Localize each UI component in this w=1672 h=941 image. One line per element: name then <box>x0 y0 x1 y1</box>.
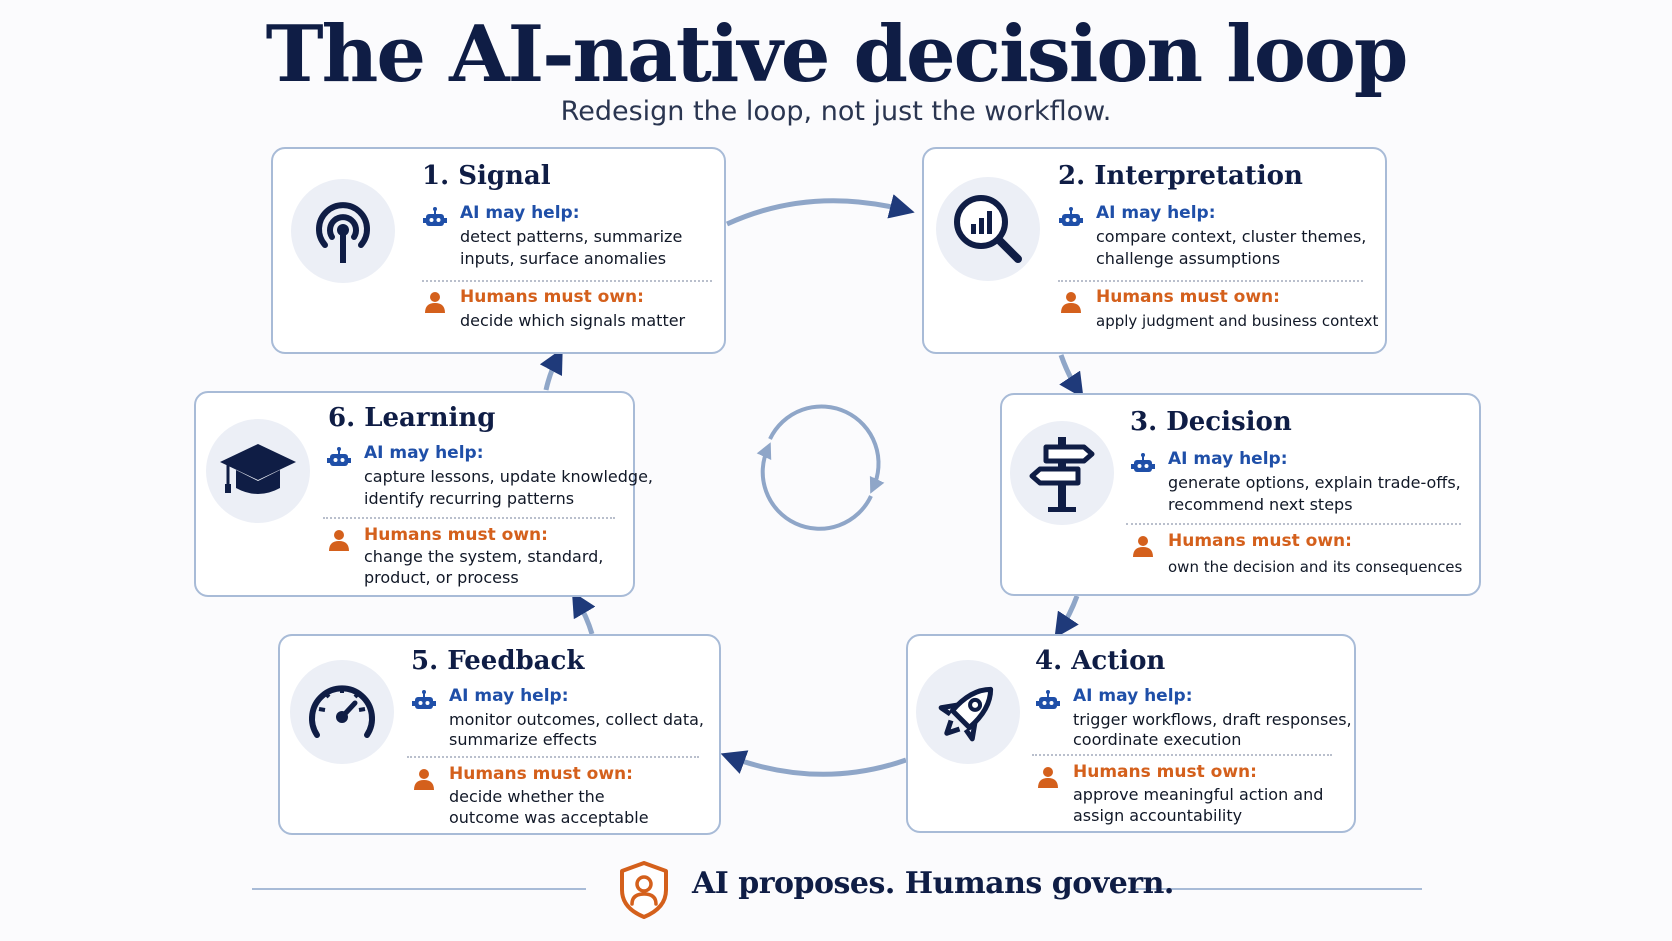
human-own-text: decide which signals matter <box>460 311 686 330</box>
arrow-feedback-to-learning <box>571 591 596 635</box>
step-title: 6. Learning <box>328 403 496 433</box>
human-own-label: Humans must own: <box>460 287 644 307</box>
person-icon <box>329 530 349 551</box>
human-own-text: assign accountability <box>1073 806 1243 825</box>
step-title: 3. Decision <box>1130 407 1292 437</box>
ai-help-label: AI may help: <box>449 686 569 706</box>
speedometer-icon <box>309 685 375 738</box>
ai-help-text: generate options, explain trade-offs, <box>1168 473 1461 492</box>
ai-help-text: trigger workflows, draft responses, <box>1073 710 1352 729</box>
step-title: 1. Signal <box>422 161 551 191</box>
robot-icon <box>327 447 351 466</box>
robot-icon <box>1036 690 1060 709</box>
step-card-interpretation: 2. Interpretation AI may help: compare c… <box>922 147 1387 354</box>
page-title: The AI-native decision loop <box>265 9 1409 100</box>
step-title: 2. Interpretation <box>1058 161 1303 191</box>
shield-person-icon <box>620 861 668 919</box>
ai-help-text: inputs, surface anomalies <box>460 249 667 268</box>
divider <box>1058 280 1363 282</box>
step-card-learning: 6. Learning AI may help: capture lessons… <box>194 391 653 597</box>
ai-help-text: challenge assumptions <box>1096 249 1281 268</box>
page-subtitle: Redesign the loop, not just the workflow… <box>560 96 1112 127</box>
footer-tagline: AI proposes. Humans govern. <box>692 866 1174 901</box>
icon-circle <box>290 660 394 764</box>
signal-tower-icon <box>316 202 370 263</box>
arrow-decision-to-action <box>1054 595 1080 639</box>
human-own-label: Humans must own: <box>1168 531 1352 551</box>
robot-icon <box>1131 453 1155 472</box>
step-card-decision: 3. Decision AI may help: generate option… <box>1000 393 1481 596</box>
human-own-label: Humans must own: <box>364 525 548 545</box>
footer-divider-right <box>1136 888 1422 890</box>
human-own-text: own the decision and its consequences <box>1168 558 1463 576</box>
human-own-label: Humans must own: <box>1073 762 1257 782</box>
ai-help-text: summarize effects <box>449 730 597 749</box>
ai-help-text: detect patterns, summarize <box>460 227 683 246</box>
ai-help-text: identify recurring patterns <box>364 489 575 508</box>
ai-help-label: AI may help: <box>364 443 484 463</box>
step-card-action: 4. Action AI may help: trigger workflows… <box>906 634 1356 833</box>
arrow-interpretation-to-decision <box>1058 354 1084 399</box>
human-own-text: change the system, standard, <box>364 547 604 566</box>
step-title: 4. Action <box>1035 646 1166 676</box>
ai-help-label: AI may help: <box>460 203 580 223</box>
ai-help-text: monitor outcomes, collect data, <box>449 710 705 729</box>
arrow-action-to-feedback <box>720 750 907 777</box>
icon-circle <box>936 177 1040 281</box>
icon-circle <box>916 660 1020 764</box>
cycle-icon <box>756 404 885 531</box>
footer-divider-left <box>252 888 586 890</box>
divider <box>323 517 615 519</box>
robot-icon <box>1059 207 1083 226</box>
signpost-icon <box>1029 437 1095 512</box>
person-icon <box>1038 767 1058 788</box>
ai-help-text: capture lessons, update knowledge, <box>364 467 653 486</box>
rocket-icon <box>938 686 994 742</box>
human-own-label: Humans must own: <box>1096 287 1280 307</box>
arrow-signal-to-interpretation <box>725 194 915 227</box>
human-own-label: Humans must own: <box>449 764 633 784</box>
human-own-text: decide whether the <box>449 787 605 806</box>
ai-help-text: coordinate execution <box>1073 730 1242 749</box>
human-own-text: apply judgment and business context <box>1096 312 1379 330</box>
human-own-text: outcome was acceptable <box>449 808 649 827</box>
step-card-signal: 1. Signal AI may help: detect patterns, … <box>271 147 726 354</box>
divider <box>1032 754 1332 756</box>
step-title: 5. Feedback <box>411 646 585 676</box>
person-icon <box>1061 292 1081 313</box>
icon-circle <box>1010 421 1114 525</box>
person-icon <box>425 292 445 313</box>
ai-help-label: AI may help: <box>1096 203 1216 223</box>
human-own-text: product, or process <box>364 568 519 587</box>
icon-circle <box>206 419 310 523</box>
ai-help-label: AI may help: <box>1073 686 1193 706</box>
ai-help-label: AI may help: <box>1168 449 1288 469</box>
person-icon <box>1133 536 1153 557</box>
human-own-text: approve meaningful action and <box>1073 785 1324 804</box>
robot-icon <box>423 207 447 226</box>
divider <box>407 756 699 758</box>
icon-circle <box>291 179 395 283</box>
step-card-feedback: 5. Feedback AI may help: monitor outcome… <box>278 634 721 835</box>
ai-help-text: compare context, cluster themes, <box>1096 227 1367 246</box>
divider <box>1126 523 1461 525</box>
divider <box>422 280 712 282</box>
robot-icon <box>412 690 436 709</box>
magnifying-glass-chart-icon <box>954 195 1022 263</box>
ai-help-text: recommend next steps <box>1168 495 1353 514</box>
person-icon <box>414 769 434 790</box>
graduation-cap-icon <box>220 444 296 494</box>
arrow-learning-to-signal <box>539 348 563 391</box>
